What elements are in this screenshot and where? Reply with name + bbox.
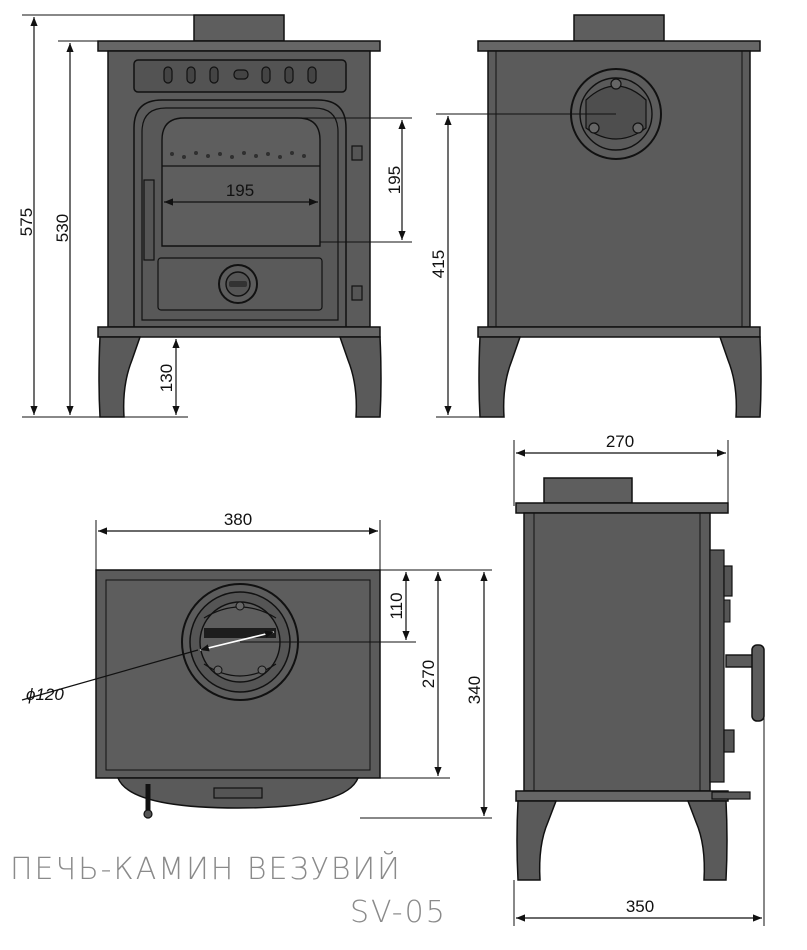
dim-380-label: 380 [224,510,252,529]
dim-130-label: 130 [157,364,176,392]
back-flue-collar [573,14,665,42]
side-leg-right [686,800,728,881]
front-vent-slots [163,66,317,84]
dim-phi120-label: ϕ120 [26,685,64,704]
dim-195-width-label: 195 [226,181,254,200]
product-model: SV-05 [350,895,447,930]
side-door-profile [709,549,725,783]
front-glass [161,117,321,247]
product-title: ПЕЧЬ-КАМИН ВЕЗУВИЙ [10,852,402,887]
dim-350-label: 350 [626,897,654,916]
front-top-plate [97,40,381,52]
front-fire-grate [170,151,306,159]
front-leg-left [98,336,142,418]
front-latch-top [351,145,363,161]
dim-575-label: 575 [17,208,36,236]
front-flue-collar [193,14,285,42]
dim-270-side-label: 270 [606,432,634,451]
dim-415-label: 415 [429,250,448,278]
back-base-plate [477,326,761,338]
side-body [523,512,711,792]
front-latch-bottom [351,285,363,301]
dim-195-height-label: 195 [385,166,404,194]
dim-110-label: 110 [387,592,406,619]
dim-340-label: 340 [465,676,484,704]
side-leg-left [516,800,558,881]
front-view: 575 530 195 195 130 [17,14,412,418]
side-flue-collar [543,477,633,504]
back-top-plate [477,40,761,52]
back-leg-left [478,336,522,418]
front-base-plate [97,326,381,338]
side-top-plate [515,502,729,514]
front-door-hinge-left [143,179,155,261]
side-view: 270 350 [513,432,765,926]
side-base-plate [515,790,729,802]
front-leg-right [338,336,382,418]
dim-270-top-label: 270 [419,660,438,688]
back-view: 415 [429,14,762,418]
back-leg-right [718,336,762,418]
dim-530-label: 530 [53,214,72,242]
top-view: 380 ϕ120 110 270 340 [21,510,492,819]
